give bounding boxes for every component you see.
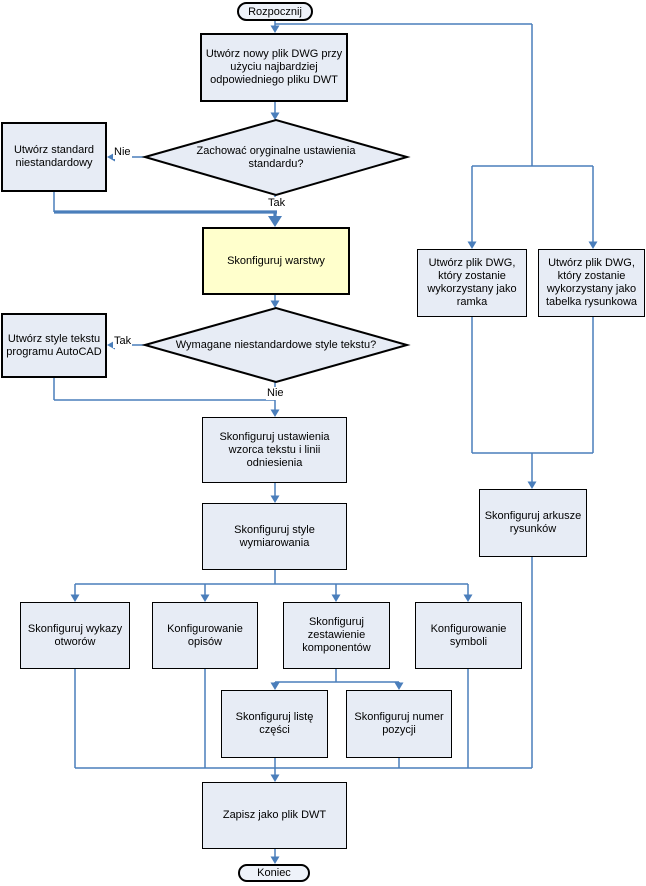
node-configure-drawing-sheets: Skonfiguruj arkusze rysunków	[479, 489, 587, 557]
decision-custom-text-styles-shape	[141, 306, 411, 384]
node-configure-layers: Skonfiguruj warstwy	[202, 227, 350, 295]
node-configure-dimension-styles: Skonfiguruj style wymiarowania	[202, 503, 347, 570]
node-create-dwg-title-block: Utwórz plik DWG, który zostanie wykorzys…	[538, 249, 645, 317]
branch-label-yes-2: Tak	[113, 335, 133, 348]
decision-shapes	[141, 118, 411, 384]
node-create-new-dwg: Utwórz nowy plik DWG przy użyciu najbard…	[200, 33, 348, 102]
node-configure-hole-charts: Skonfiguruj wykazy otworów	[20, 602, 130, 669]
node-configure-notes: Konfigurowanie opisów	[152, 602, 258, 669]
node-create-autocad-text-styles: Utwórz style tekstu programu AutoCAD	[1, 313, 107, 378]
node-start: Rozpocznij	[237, 2, 313, 21]
node-configure-text-pattern: Skonfiguruj ustawienia wzorca tekstu i l…	[202, 417, 347, 483]
decision-keep-standard-label: Zachować oryginalne ustawienia standardu…	[196, 144, 356, 170]
node-configure-item-number: Skonfiguruj numer pozycji	[346, 690, 452, 758]
decision-keep-standard-shape	[141, 118, 411, 197]
node-configure-parts-list: Skonfiguruj listę części	[221, 690, 328, 758]
node-end: Koniec	[238, 864, 310, 882]
node-create-dwg-frame: Utwórz plik DWG, który zostanie wykorzys…	[417, 249, 527, 317]
connector-arrowheads	[70, 25, 598, 864]
node-configure-component-list: Skonfiguruj zestawienie komponentów	[283, 602, 390, 669]
node-create-custom-standard: Utwórz standard niestandardowy	[1, 122, 107, 192]
decision-custom-text-styles-label: Wymagane niestandardowe style tekstu?	[175, 339, 377, 351]
branch-label-no-1: Nie	[113, 146, 132, 159]
branch-label-yes-1: Tak	[267, 197, 287, 210]
node-configure-symbols: Konfigurowanie symboli	[415, 602, 522, 669]
branch-label-no-2: Nie	[266, 387, 285, 400]
node-save-dwt: Zapisz jako plik DWT	[202, 782, 347, 849]
